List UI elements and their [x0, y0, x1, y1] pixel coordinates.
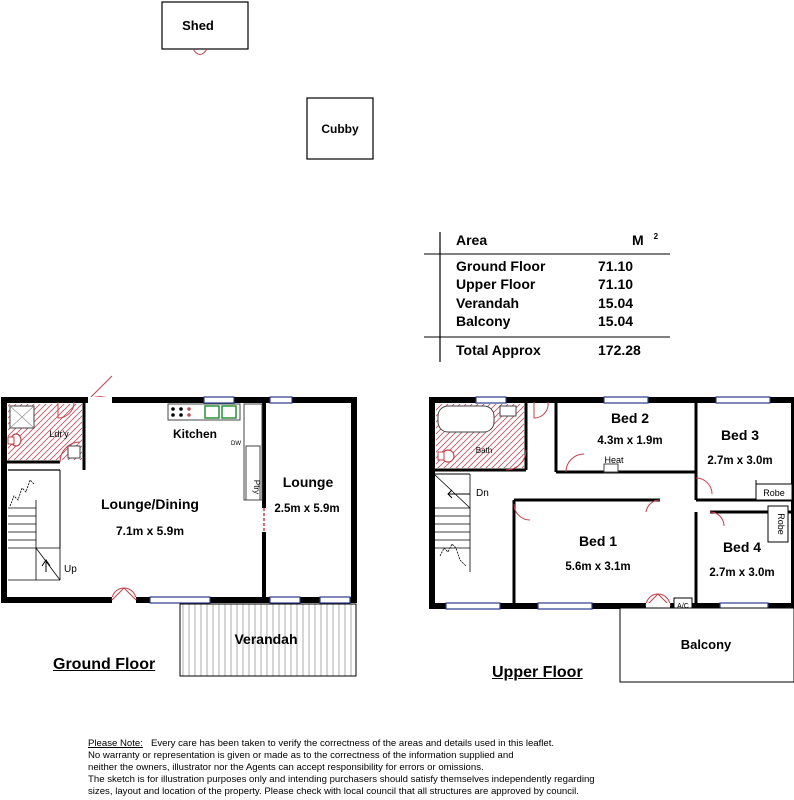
lounge-dining-label: Lounge/Dining: [101, 496, 199, 512]
bed3-size: 2.7m x 3.0m: [707, 455, 772, 467]
shed-label: Shed: [182, 18, 214, 33]
lounge-dining-size: 7.1m x 5.9m: [116, 524, 184, 538]
bed2-size: 4.3m x 1.9m: [597, 435, 662, 447]
disclaimer-line-3: neither the owners, illustrator nor the …: [88, 762, 484, 773]
robe-label-2: Robe: [776, 513, 786, 535]
verandah-label: Verandah: [234, 631, 297, 647]
cubby-label: Cubby: [321, 122, 359, 136]
ground-floor-plan: [1, 375, 357, 677]
disclaimer-line-1: Every care has been taken to verify the …: [150, 738, 555, 749]
disclaimer-line-4: The sketch is for illustration purposes …: [88, 774, 595, 785]
ground-floor-title: Ground Floor: [53, 656, 156, 673]
upper-floor-title: Upper Floor: [492, 664, 583, 681]
pantry-label: Ptry: [252, 480, 261, 494]
bed1-size: 5.6m x 3.1m: [565, 561, 630, 573]
bed4-size: 2.7m x 3.0m: [709, 567, 774, 579]
kitchen-label: Kitchen: [173, 427, 217, 441]
stairs-up-label: Up: [64, 564, 77, 575]
lounge-size: 2.5m x 5.9m: [274, 503, 339, 515]
robe-label-1: Robe: [763, 488, 785, 498]
area-table-lines: [424, 232, 670, 362]
upper-floor-plan: [429, 396, 794, 683]
bed2-label: Bed 2: [611, 410, 649, 426]
stairs-down-label: Dn: [476, 488, 489, 499]
bed4-label: Bed 4: [723, 539, 761, 555]
ac-label: A/C: [677, 603, 689, 610]
dishwasher-label: DW: [231, 441, 241, 447]
bed3-label: Bed 3: [721, 427, 759, 443]
bed1-label: Bed 1: [579, 533, 617, 549]
disclaimer-heading: Please Note:: [88, 738, 143, 749]
cubby: Cubby: [306, 97, 374, 160]
disclaimer-line-5: sizes, layout and location of the proper…: [88, 786, 579, 797]
disclaimer: Please Note: Every care has been taken t…: [88, 738, 728, 798]
lounge-label: Lounge: [283, 474, 334, 490]
area-header-label: Area: [456, 232, 488, 248]
bath-label: Bath: [476, 446, 492, 455]
balcony-label: Balcony: [681, 637, 732, 652]
disclaimer-line-2: No warranty or representation is given o…: [88, 750, 514, 761]
shed: Shed: [161, 1, 249, 55]
heat-label: Heat: [604, 455, 624, 465]
laundry-label: Ldr'y: [49, 429, 69, 439]
